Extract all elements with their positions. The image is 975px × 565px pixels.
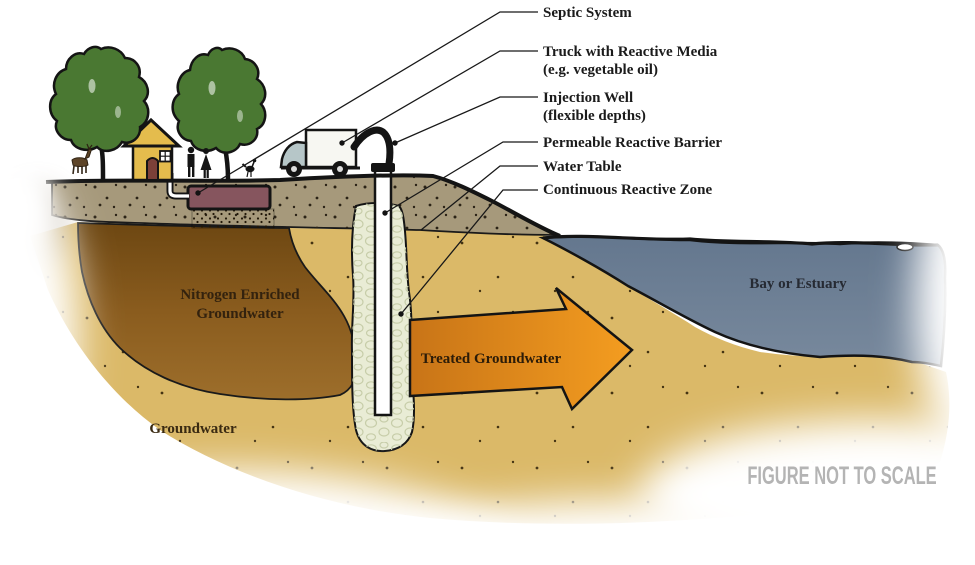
canopy-highlight	[208, 81, 216, 95]
deer-antlers	[86, 143, 93, 150]
deer	[71, 143, 93, 175]
leader-septic-system	[197, 11, 538, 194]
bird-legs	[246, 171, 252, 178]
callout-truck-sub: (e.g. vegetable oil)	[543, 62, 658, 78]
treated-groundwater-label: Treated Groundwater	[421, 351, 562, 367]
leader-lines	[195, 11, 538, 317]
leader-truck	[341, 50, 538, 144]
deer-legs	[72, 165, 87, 175]
canopy-highlight	[88, 79, 96, 93]
leader-dot-injection-well	[392, 140, 398, 146]
leach-field	[191, 208, 275, 229]
woman-leg	[203, 170, 206, 178]
bird-neck	[251, 161, 255, 168]
leader-dot-prb	[382, 210, 388, 216]
leader-dot-truck	[339, 140, 345, 146]
bay-label: Bay or Estuary	[749, 276, 847, 292]
callout-truck: Truck with Reactive Media	[543, 44, 718, 60]
fade-left	[0, 170, 78, 510]
leader-reactive-zone	[400, 189, 538, 315]
tree-canopy	[48, 45, 150, 153]
man-leg	[192, 166, 195, 177]
not-to-scale-note: FIGURE NOT TO SCALE	[747, 463, 936, 490]
deer-head	[84, 148, 92, 161]
canopy-highlight	[115, 106, 121, 118]
house-door	[146, 157, 159, 181]
septic-tank	[186, 184, 272, 211]
callout-water-table: Water Table	[543, 159, 622, 175]
truck-hub	[337, 166, 343, 172]
callout-prb: Permeable Reactive Barrier	[543, 135, 722, 151]
fade-bottom-right	[640, 420, 975, 565]
truck	[279, 126, 394, 177]
injection-well-pipe	[373, 166, 393, 417]
groundwater-label: Groundwater	[149, 421, 237, 437]
house-drain-pipe	[168, 173, 189, 198]
tree-canopy	[171, 46, 267, 154]
deer-body	[71, 157, 89, 167]
leader-prb	[384, 141, 538, 214]
woman-leg	[206, 170, 209, 178]
leader-injection-well	[394, 96, 538, 144]
treated-groundwater-arrow	[408, 287, 634, 412]
man-head	[187, 146, 195, 154]
callout-injection-well-sub: (flexible depths)	[543, 108, 646, 124]
people	[187, 146, 212, 178]
canopy-highlight	[237, 110, 243, 122]
bay-surface-line	[542, 234, 939, 247]
leader-dot-septic	[195, 190, 201, 196]
window-panes	[160, 151, 171, 162]
truck-cab	[279, 140, 308, 169]
nitrogen-plume-label-line1: Nitrogen Enriched	[180, 287, 300, 303]
callout-septic-system: Septic System	[543, 5, 632, 21]
callout-injection-well: Injection Well	[543, 90, 633, 106]
wave-mark	[896, 242, 914, 252]
nitrogen-plume-label-line2: Groundwater	[196, 306, 284, 322]
woman-head	[203, 148, 209, 154]
woman-dress	[200, 154, 212, 170]
man-torso	[187, 154, 195, 167]
tree-left	[48, 45, 150, 183]
callout-reactive-zone: Continuous Reactive Zone	[543, 182, 713, 198]
fade-right	[915, 133, 975, 467]
bird-body	[245, 165, 255, 173]
truck-box	[304, 128, 358, 169]
leader-dot-reactive-zone	[398, 311, 404, 317]
man-leg	[188, 166, 191, 177]
leader-water-table	[420, 165, 538, 231]
tree-right	[171, 46, 267, 182]
injection-hose	[350, 126, 394, 168]
truck-hub	[291, 166, 297, 172]
